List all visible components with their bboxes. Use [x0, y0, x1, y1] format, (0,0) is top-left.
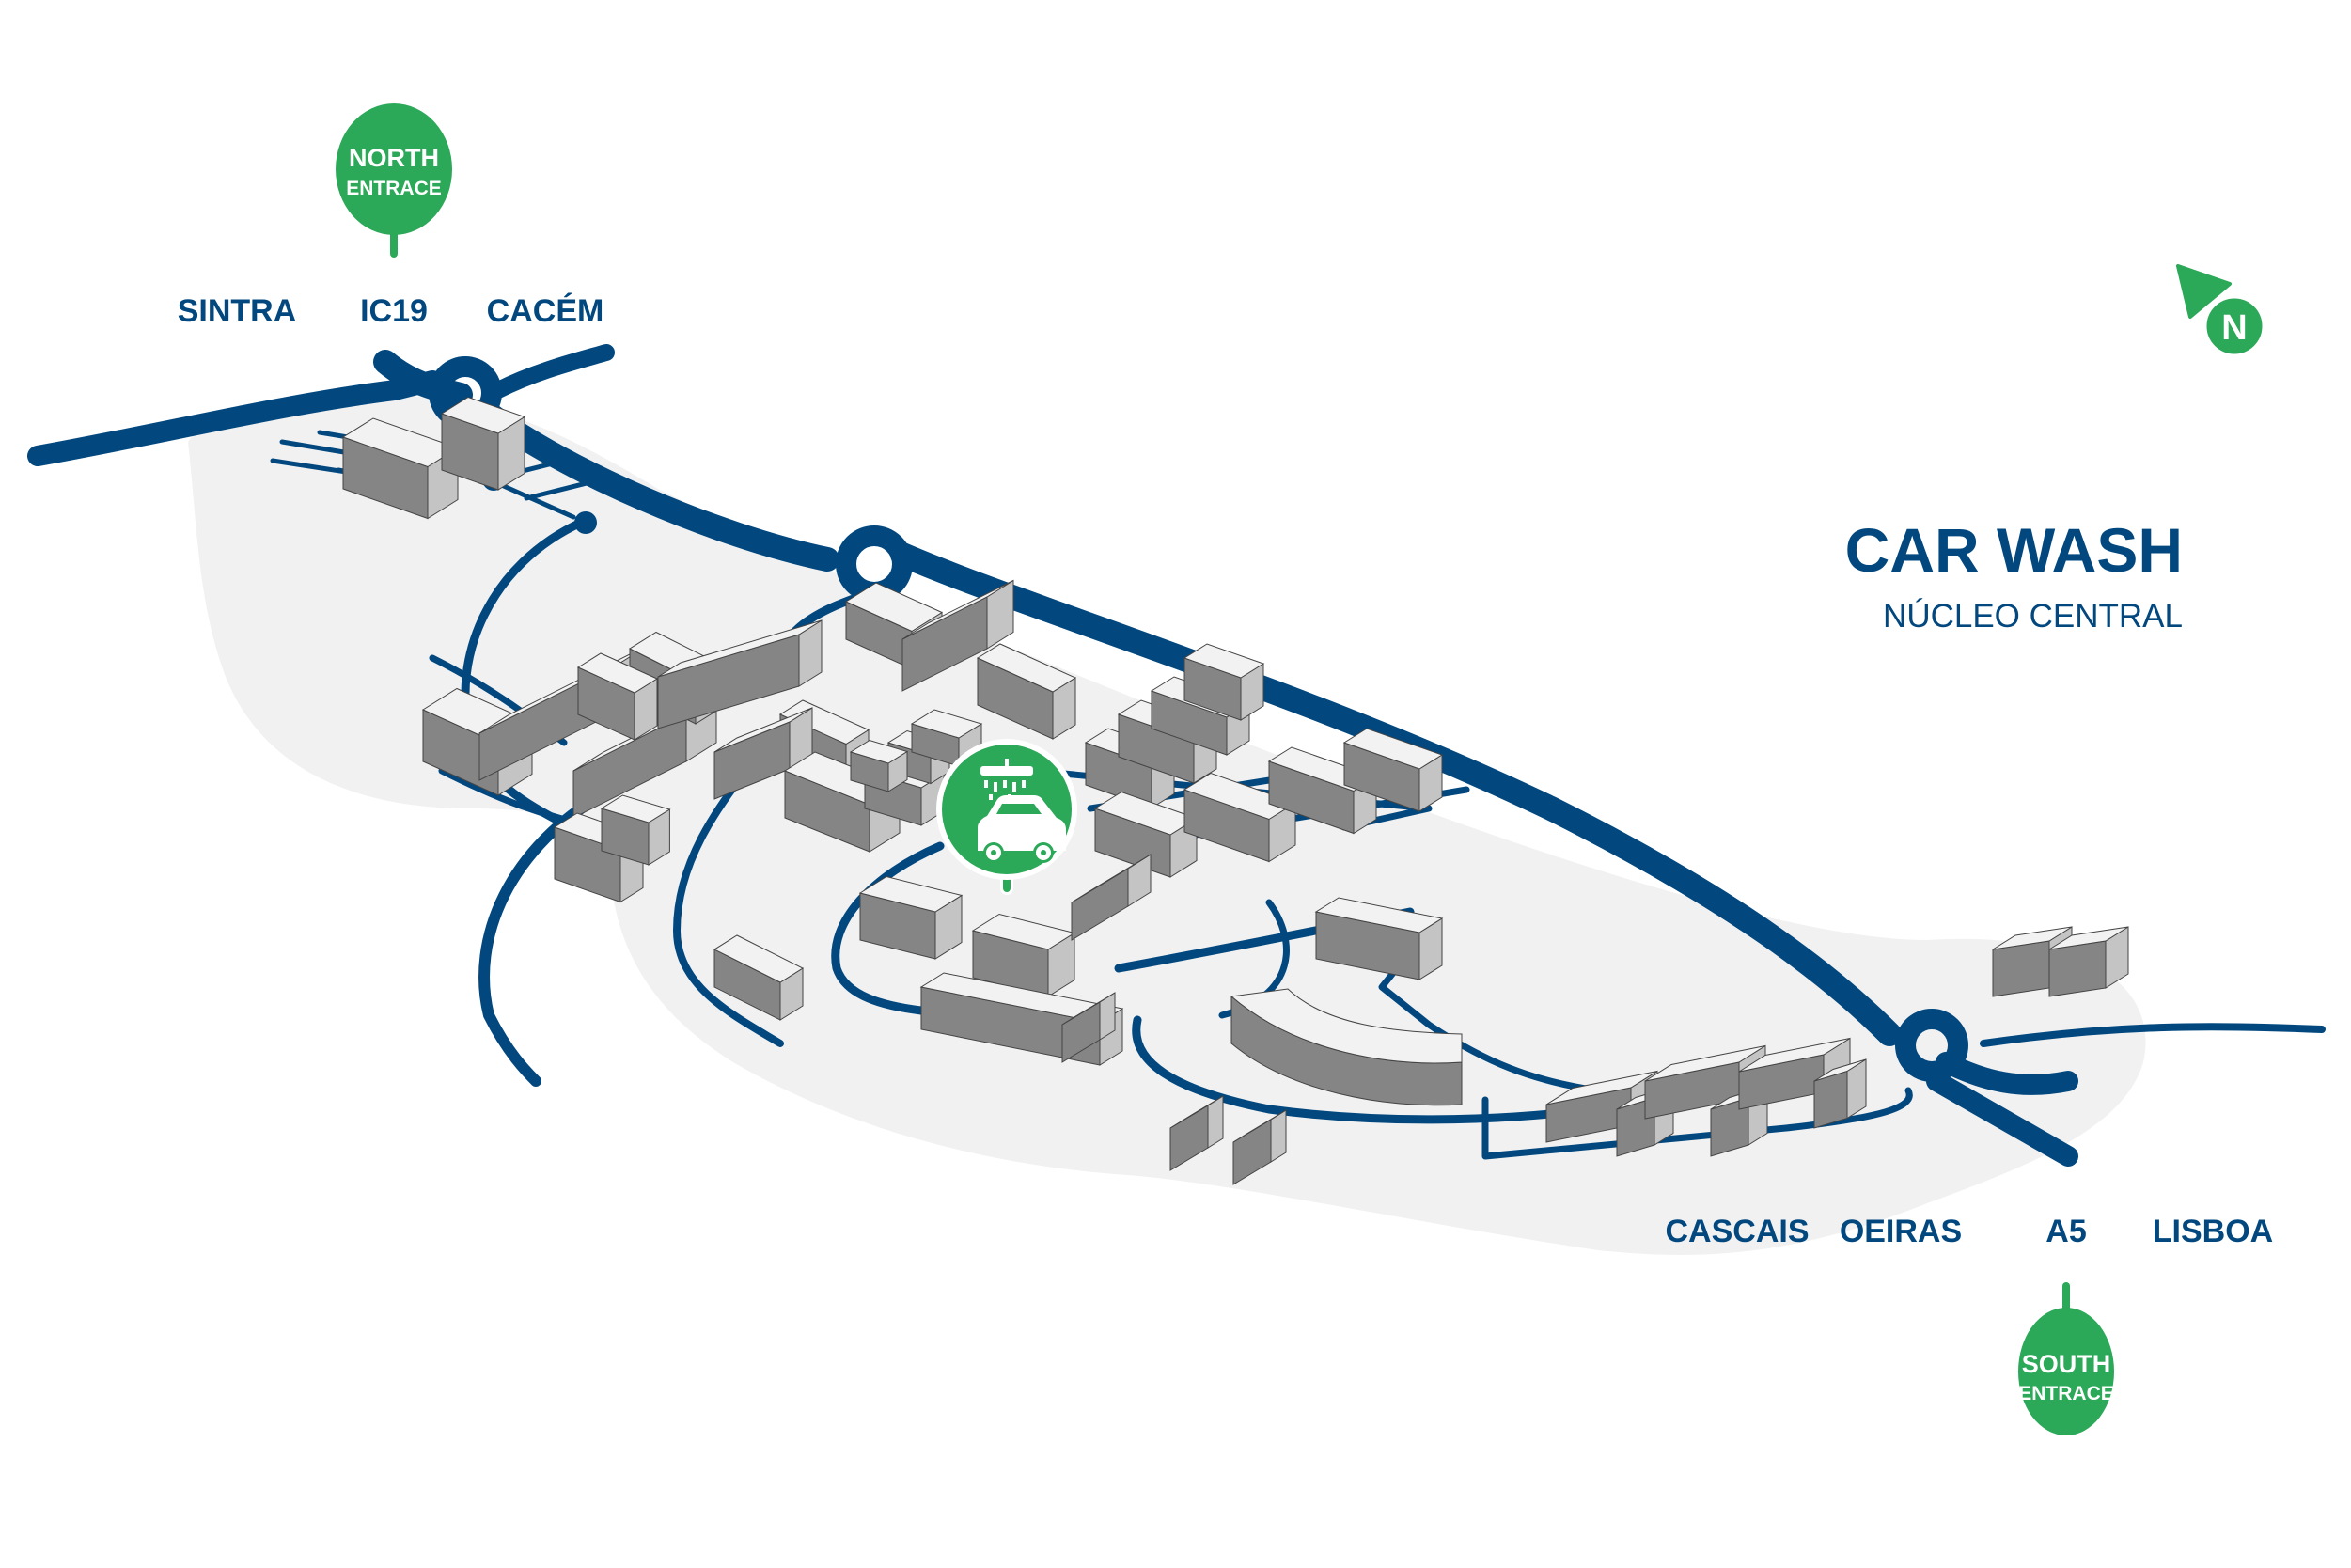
building-face — [901, 580, 1014, 640]
destination-oeiras: OEIRAS — [1840, 1214, 1962, 1249]
building-face — [1061, 992, 1116, 1026]
building — [1169, 1095, 1224, 1171]
south-entrance-line2: ENTRACE — [2018, 1383, 2114, 1404]
north-arrow-icon: N — [2176, 264, 2267, 359]
building — [849, 739, 909, 792]
building-face — [976, 643, 1077, 693]
building — [919, 972, 1124, 1066]
building — [576, 652, 659, 741]
building-face — [657, 619, 823, 678]
building — [657, 619, 823, 729]
building — [713, 934, 805, 1021]
car-wash-icon — [978, 759, 1066, 863]
building — [971, 913, 1076, 997]
building-face — [1644, 1045, 1766, 1082]
building-face — [1232, 1109, 1287, 1143]
building — [901, 579, 1014, 692]
destination-cacem: CACÉM — [487, 293, 604, 329]
destination-ic19: IC19 — [360, 293, 428, 329]
building-face — [1545, 1071, 1658, 1105]
building-face — [1071, 854, 1152, 903]
roundabout-south — [1895, 1009, 1968, 1082]
destination-sintra: SINTRA — [178, 293, 297, 329]
building-face — [1992, 926, 2073, 950]
building-face — [1169, 1095, 1224, 1129]
building-face — [844, 582, 944, 633]
destination-cascais: CASCAIS — [1665, 1214, 1809, 1249]
building — [1342, 728, 1444, 812]
building-face — [1183, 643, 1265, 679]
building — [1071, 854, 1152, 941]
building — [1314, 897, 1444, 980]
building-face — [600, 794, 671, 823]
buildings — [341, 396, 2129, 1185]
page-subtitle: NÚCLEO CENTRAL — [1883, 598, 2183, 635]
building-face — [1314, 897, 1444, 933]
building — [858, 875, 964, 960]
building-face — [1813, 1058, 1867, 1082]
building-face — [858, 875, 964, 913]
destination-a5: A5 — [2045, 1214, 2086, 1249]
building-face — [910, 709, 983, 739]
building-face — [849, 739, 909, 764]
curved-building-roof — [1230, 988, 1463, 1064]
building — [440, 396, 526, 491]
north-entrance-pin[interactable]: NORTH ENTRACE — [336, 103, 452, 258]
building — [600, 794, 671, 866]
building — [976, 643, 1077, 740]
building-face — [1992, 940, 2050, 997]
south-entrance-line1: SOUTH — [2022, 1350, 2111, 1378]
building-face — [2048, 926, 2129, 950]
building-face — [919, 972, 1124, 1024]
building — [1183, 643, 1265, 721]
building — [713, 707, 813, 800]
building — [1710, 1085, 1768, 1157]
building-face — [440, 396, 526, 434]
building — [2048, 926, 2129, 997]
building-face — [576, 652, 659, 694]
destination-lisboa: LISBOA — [2153, 1214, 2273, 1249]
compass-letter: N — [2221, 308, 2247, 348]
building-face — [713, 707, 813, 753]
car-wash-pin[interactable] — [936, 739, 1077, 895]
south-entrance-pin[interactable]: SOUTH ENTRACE — [2018, 1282, 2114, 1435]
building-face — [713, 934, 805, 983]
building-face — [778, 699, 870, 745]
building-face — [1738, 1038, 1851, 1073]
building-face — [2048, 940, 2107, 997]
north-entrance-line2: ENTRACE — [346, 178, 442, 199]
building — [341, 417, 460, 520]
page-title: CAR WASH — [1845, 515, 2183, 585]
building — [1183, 772, 1297, 863]
north-entrance-line1: NORTH — [349, 144, 439, 172]
building-face — [1342, 728, 1444, 770]
building — [1232, 1109, 1287, 1185]
building — [1813, 1058, 1867, 1129]
building — [1061, 992, 1116, 1063]
